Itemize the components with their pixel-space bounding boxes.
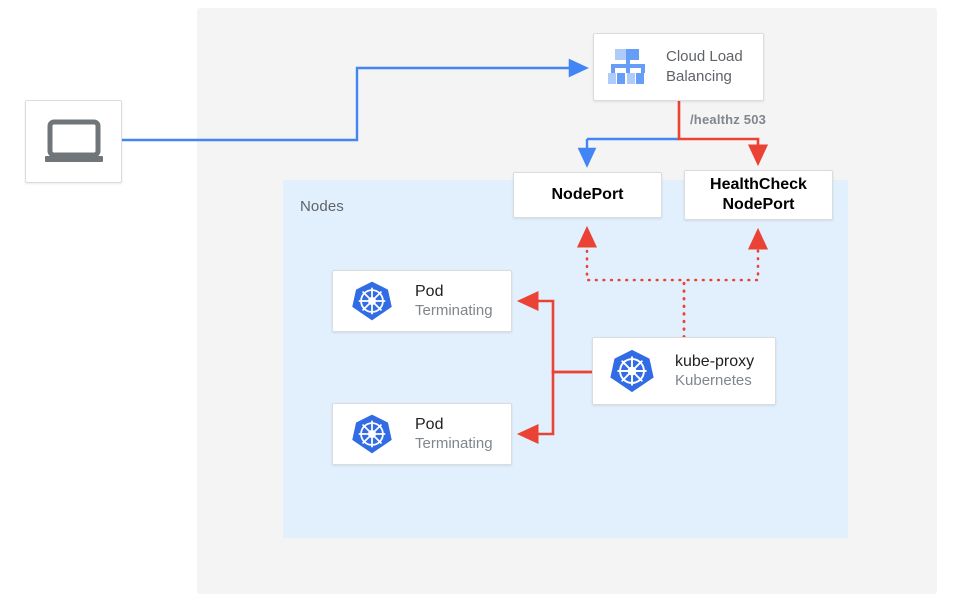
healthcheck-nodeport-label-line1: HealthCheck <box>710 176 807 193</box>
laptop-icon <box>43 119 105 165</box>
cloud-load-balancing-title-line2: Balancing <box>666 68 732 85</box>
cloud-load-balancing-icon <box>606 47 652 87</box>
cloud-load-balancing-title-line1: Cloud Load <box>666 47 743 65</box>
pod-status: Terminating <box>415 301 493 319</box>
pod-terminating-1-node[interactable]: Pod Terminating <box>332 270 512 332</box>
pod-terminating-2-node[interactable]: Pod Terminating <box>332 403 512 465</box>
kubernetes-icon <box>609 348 655 394</box>
kube-proxy-subtitle: Kubernetes <box>675 371 752 389</box>
cloud-load-balancing-node[interactable]: Cloud Load Balancing <box>593 33 764 101</box>
nodeport-node[interactable]: NodePort <box>513 172 662 218</box>
kubernetes-icon <box>351 280 393 322</box>
kube-proxy-node[interactable]: kube-proxy Kubernetes <box>592 337 776 405</box>
kube-proxy-title: kube-proxy <box>675 352 755 370</box>
kubernetes-icon <box>351 413 393 455</box>
healthcheck-nodeport-node[interactable]: HealthCheck NodePort <box>684 170 833 220</box>
nodeport-label: NodePort <box>551 186 624 203</box>
healthcheck-nodeport-label-line2: NodePort <box>722 196 795 213</box>
healthz-503-label: /healthz 503 <box>690 112 767 127</box>
client-laptop-node[interactable] <box>25 100 122 183</box>
pod-title: Pod <box>415 282 444 300</box>
pod-status: Terminating <box>415 434 493 452</box>
nodes-panel-label: Nodes <box>300 198 344 215</box>
pod-title: Pod <box>415 415 444 433</box>
